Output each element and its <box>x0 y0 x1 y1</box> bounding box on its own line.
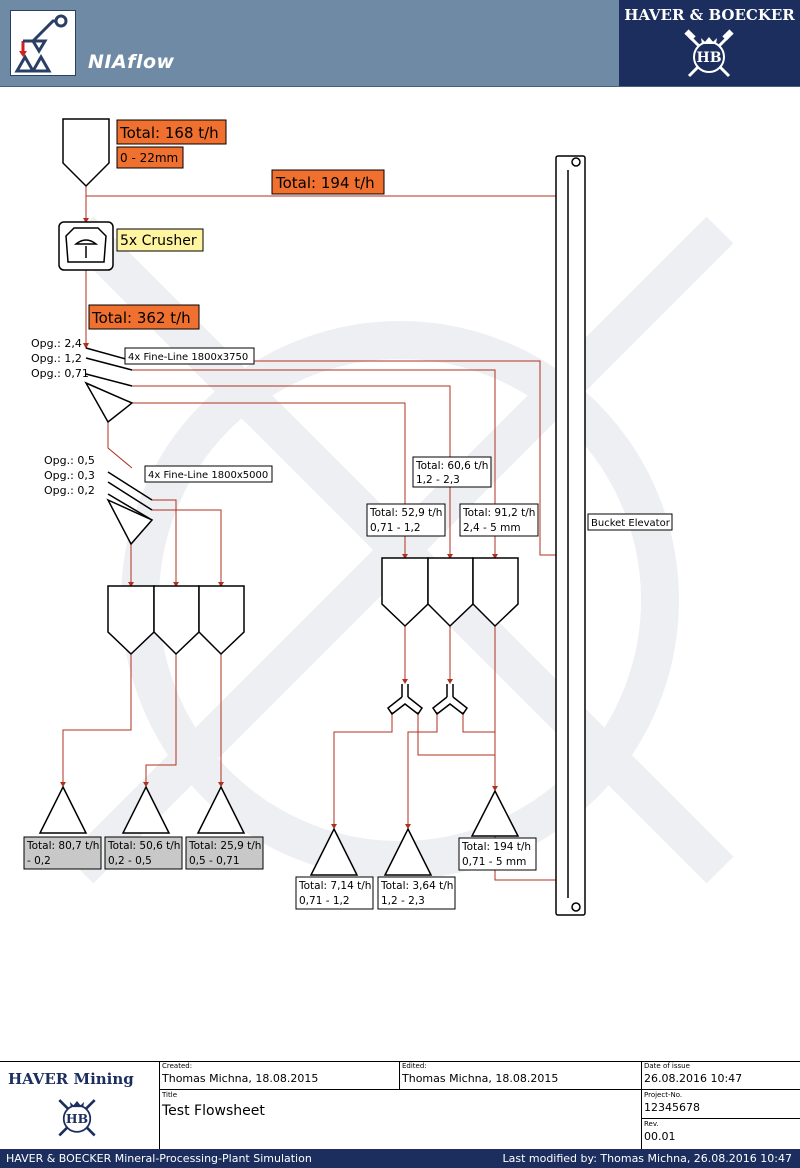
svg-text:Total: 91,2 t/h: Total: 91,2 t/h <box>462 507 535 519</box>
title-block: HAVER Mining HB Created: Thomas Michna, … <box>0 1061 800 1168</box>
svg-text:Total: 3,64 t/h: Total: 3,64 t/h <box>380 880 453 892</box>
created-value: Thomas Michna, 18.08.2015 <box>162 1072 319 1085</box>
company-emblem-icon: HB <box>58 1099 96 1137</box>
title-label: Title <box>162 1091 178 1099</box>
svg-text:Total: 168 t/h: Total: 168 t/h <box>119 124 219 142</box>
product-label-3: Total: 25,9 t/h 0,5 - 0,71 <box>185 836 264 870</box>
app-header: NIAflow HAVER & BOECKER HB <box>0 0 800 87</box>
flow-arrows <box>60 160 566 899</box>
svg-text:Opg.: 0,71: Opg.: 0,71 <box>31 367 89 380</box>
svg-text:0,2 - 0,5: 0,2 - 0,5 <box>108 855 152 867</box>
product-label-2: Total: 50,6 t/h 0,2 - 0,5 <box>104 836 183 870</box>
feed-total-label: Total: 168 t/h <box>116 119 227 145</box>
svg-text:HB: HB <box>696 50 721 66</box>
svg-text:0,71 - 1,2: 0,71 - 1,2 <box>370 522 421 534</box>
svg-text:5x Crusher: 5x Crusher <box>120 233 197 249</box>
bucket-elevator-icon[interactable] <box>555 155 586 916</box>
svg-text:- 0,2: - 0,2 <box>27 855 51 867</box>
edited-value: Thomas Michna, 18.08.2015 <box>402 1072 559 1085</box>
product-piles[interactable] <box>38 785 520 876</box>
project-label: Project-No. <box>644 1091 683 1099</box>
product-label-6: Total: 194 t/h 0,71 - 5 mm <box>458 837 537 871</box>
splitter-1-icon[interactable] <box>386 684 424 716</box>
svg-text:Total: 50,6 t/h: Total: 50,6 t/h <box>107 840 180 852</box>
bucket-elevator-label: Bucket Elevator <box>587 513 673 531</box>
svg-text:Total: 25,9 t/h: Total: 25,9 t/h <box>188 840 261 852</box>
svg-text:Total: 194 t/h: Total: 194 t/h <box>461 841 531 853</box>
brand-name: HAVER & BOECKER <box>624 6 795 24</box>
issue-label: Date of issue <box>644 1062 690 1070</box>
feed-size-label: 0 - 22mm <box>116 146 184 169</box>
created-label: Created: <box>162 1062 193 1070</box>
feed-hopper-icon[interactable] <box>62 118 110 188</box>
product-label-5: Total: 3,64 t/h 1,2 - 2,3 <box>377 876 456 910</box>
svg-text:0,71 - 5 mm: 0,71 - 5 mm <box>462 856 526 868</box>
edited-label: Edited: <box>402 1062 427 1070</box>
stream-label-2: Total: 52,9 t/h 0,71 - 1,2 <box>366 503 446 537</box>
svg-text:Total: 60,6 t/h: Total: 60,6 t/h <box>415 460 488 472</box>
product-label-4: Total: 7,14 t/h 0,71 - 1,2 <box>295 876 374 910</box>
svg-text:Total: 7,14 t/h: Total: 7,14 t/h <box>298 880 371 892</box>
stream-label-3: Total: 91,2 t/h 2,4 - 5 mm <box>459 503 539 537</box>
crusher-label: 5x Crusher <box>116 228 204 252</box>
title-value: Test Flowsheet <box>162 1103 265 1119</box>
svg-text:Opg.: 0,5: Opg.: 0,5 <box>44 454 95 467</box>
crusher-product-label: Total: 362 t/h <box>88 304 200 330</box>
right-bin-bank[interactable] <box>381 557 519 628</box>
crusher-icon[interactable] <box>58 221 114 271</box>
screen-2-openings: Opg.: 0,5 Opg.: 0,3 Opg.: 0,2 <box>44 454 95 497</box>
flowsheet-canvas: Total: 168 t/h 0 - 22mm Total: 194 t/h 5… <box>23 118 734 916</box>
svg-text:4x Fine-Line 1800x3750: 4x Fine-Line 1800x3750 <box>128 352 248 363</box>
rev-label: Rev. <box>644 1120 659 1128</box>
svg-text:Total: 194 t/h: Total: 194 t/h <box>275 174 375 192</box>
company-name: HAVER Mining <box>8 1070 134 1088</box>
status-left-text: HAVER & BOECKER Mineral-Processing-Plant… <box>6 1152 312 1165</box>
svg-text:Opg.: 2,4: Opg.: 2,4 <box>31 337 82 350</box>
screen-2-icon[interactable] <box>106 471 154 546</box>
product-label-1: Total: 80,7 t/h - 0,2 <box>23 836 102 870</box>
rev-value: 00.01 <box>644 1130 676 1143</box>
svg-text:0,71 - 1,2: 0,71 - 1,2 <box>299 895 350 907</box>
status-bar: HAVER & BOECKER Mineral-Processing-Plant… <box>0 1149 800 1168</box>
svg-text:0 - 22mm: 0 - 22mm <box>120 151 178 165</box>
status-right-text: Last modified by: Thomas Michna, 26.08.2… <box>502 1152 792 1165</box>
svg-text:Total: 362 t/h: Total: 362 t/h <box>91 309 191 327</box>
svg-text:Opg.: 0,3: Opg.: 0,3 <box>44 469 95 482</box>
issue-value: 26.08.2016 10:47 <box>644 1072 743 1085</box>
screen-2-label: 4x Fine-Line 1800x5000 <box>144 465 273 483</box>
stream-label-1: Total: 60,6 t/h 1,2 - 2,3 <box>412 456 492 488</box>
screen-1-openings: Opg.: 2,4 Opg.: 1,2 Opg.: 0,71 <box>31 337 89 380</box>
project-value: 12345678 <box>644 1101 700 1114</box>
flowsheet-logo-icon <box>10 10 76 76</box>
left-bin-bank[interactable] <box>107 585 245 656</box>
app-title: NIAflow <box>88 51 175 73</box>
svg-text:4x Fine-Line 1800x5000: 4x Fine-Line 1800x5000 <box>148 470 268 481</box>
svg-text:2,4 - 5 mm: 2,4 - 5 mm <box>463 522 521 534</box>
brand-emblem-icon: HB <box>684 29 734 78</box>
svg-text:1,2 - 2,3: 1,2 - 2,3 <box>381 895 425 907</box>
screen-1-label: 4x Fine-Line 1800x3750 <box>124 347 255 365</box>
brand-panel: HAVER & BOECKER HB <box>619 0 800 86</box>
svg-text:Opg.: 0,2: Opg.: 0,2 <box>44 484 95 497</box>
svg-text:1,2 - 2,3: 1,2 - 2,3 <box>416 474 460 486</box>
svg-text:0,5 - 0,71: 0,5 - 0,71 <box>189 855 240 867</box>
svg-text:Total: 80,7 t/h: Total: 80,7 t/h <box>26 840 99 852</box>
svg-text:Bucket Elevator: Bucket Elevator <box>591 518 671 529</box>
recycle-total-label: Total: 194 t/h <box>271 169 385 195</box>
svg-text:Total: 52,9 t/h: Total: 52,9 t/h <box>369 507 442 519</box>
splitter-2-icon[interactable] <box>431 684 469 716</box>
svg-text:Opg.: 1,2: Opg.: 1,2 <box>31 352 82 365</box>
svg-text:HB: HB <box>66 1111 88 1126</box>
